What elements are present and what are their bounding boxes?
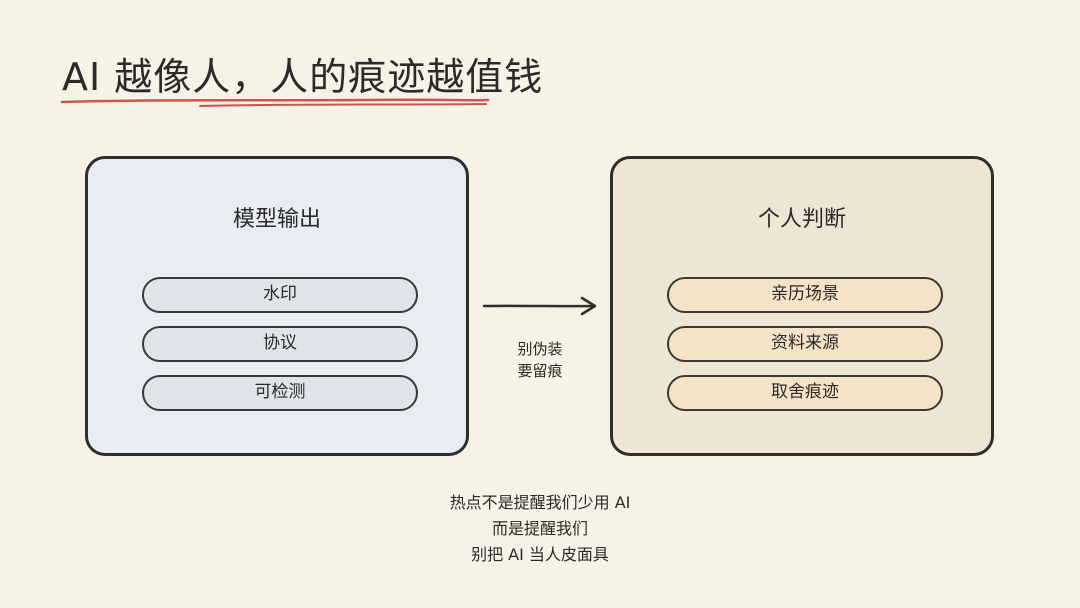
pill-choice-trace: 取舍痕迹 xyxy=(667,375,943,411)
pill-watermark: 水印 xyxy=(142,277,418,313)
arrow-label-line1: 别伪装 xyxy=(517,340,563,358)
pill-firsthand-scene: 亲历场景 xyxy=(667,277,943,313)
pill-protocol: 协议 xyxy=(142,326,418,362)
model-output-title: 模型输出 xyxy=(232,207,321,232)
caption-line2: 而是提醒我们 xyxy=(491,519,588,538)
personal-judgment-panel: 个人判断 亲历场景 资料来源 取舍痕迹 xyxy=(610,156,994,456)
caption-line1: 热点不是提醒我们少用 AI xyxy=(449,493,631,512)
arrow-label-line2: 要留痕 xyxy=(517,362,563,380)
model-output-list: 水印 协议 可检测 xyxy=(142,277,418,424)
model-output-panel: 模型输出 水印 协议 可检测 xyxy=(85,156,469,456)
personal-judgment-list: 亲历场景 资料来源 取舍痕迹 xyxy=(667,277,943,424)
page-title: AI 越像人，人的痕迹越值钱 xyxy=(62,55,544,99)
pill-detectable: 可检测 xyxy=(142,375,418,411)
title-underline xyxy=(60,98,490,107)
caption: 热点不是提醒我们少用 AI 而是提醒我们 别把 AI 当人皮面具 xyxy=(340,490,740,568)
arrow-right-icon xyxy=(482,296,597,316)
caption-line3: 别把 AI 当人皮面具 xyxy=(471,545,609,564)
personal-judgment-title: 个人判断 xyxy=(757,207,846,232)
pill-source: 资料来源 xyxy=(667,326,943,362)
arrow-label: 别伪装 要留痕 xyxy=(500,338,580,382)
